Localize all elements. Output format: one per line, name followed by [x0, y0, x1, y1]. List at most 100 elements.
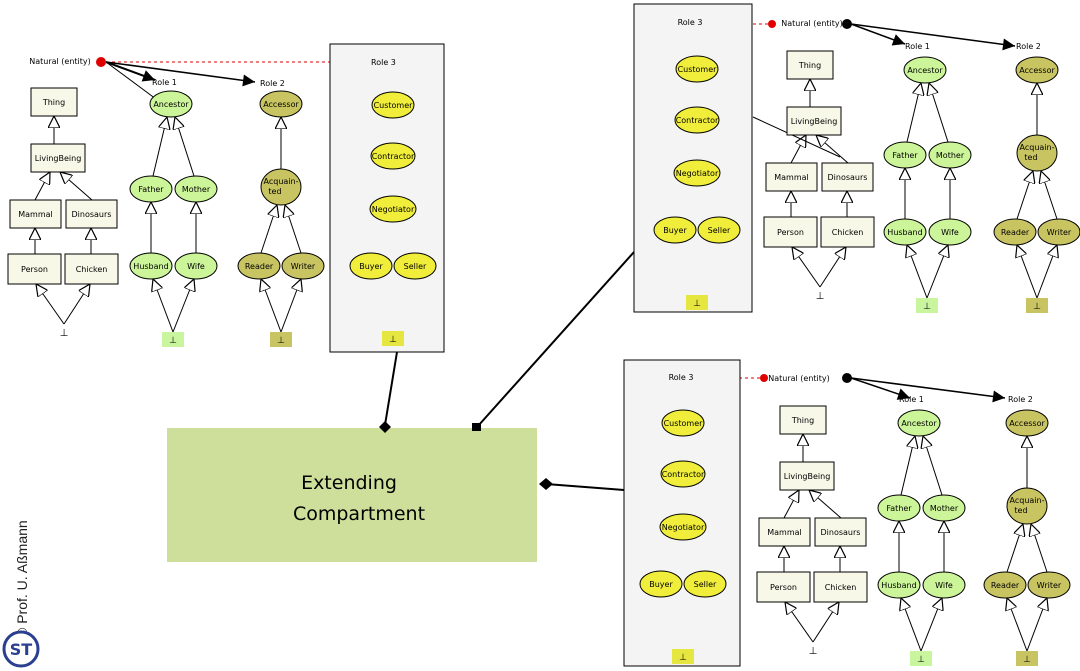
br-natural-dinosaurs-box: [814, 517, 867, 547]
left-role1-wife-label: Wife: [187, 262, 205, 271]
tr-role2-writer-ellipse: [1037, 218, 1080, 246]
left-role3-bottom-label: ⊥: [389, 335, 397, 345]
tr-role1-husband-label: Husband: [887, 228, 922, 237]
br-role2-accessor-label: Accessor: [1009, 419, 1045, 428]
generalization-arrow: [907, 245, 928, 299]
generalization-arrow: [1026, 598, 1047, 652]
left-role1-ancestor-ellipse: [149, 90, 193, 118]
tr-role1-bottom-box: [916, 298, 938, 313]
br-role1-ancestor-label: Ancestor: [901, 419, 937, 428]
br-natural-chicken-box: [813, 571, 868, 603]
tr-role2-bottom-box: [1026, 298, 1048, 313]
tr-natural-person-box: [763, 216, 818, 248]
br-role3-bottom-label: ⊥: [679, 653, 687, 663]
tr-role3-bottom-box: [686, 295, 708, 310]
compartment-frame-top-right: [633, 3, 753, 313]
tr-natural-chicken-label: Chicken: [832, 228, 864, 237]
tr-role1-mother-ellipse: [928, 141, 972, 169]
left-role1-father-ellipse: [129, 175, 173, 203]
left-role2-reader-ellipse: [237, 252, 281, 280]
generalization-arrow: [1031, 524, 1048, 573]
left-role1-line: [105, 61, 161, 103]
tr-role1-father-ellipse: [883, 141, 927, 169]
br-role2-bottom-box: [1016, 651, 1038, 666]
generalization-arrow: [790, 135, 806, 164]
br-role3-buyer-ellipse: [639, 570, 683, 598]
tr-natural-dot: [768, 20, 776, 28]
left-role1-mother-label: Mother: [182, 185, 211, 194]
generalization-arrow: [819, 247, 846, 288]
tr-natural-living-being-box: [786, 106, 842, 136]
br-role1-arrow: [850, 377, 911, 400]
tr-natural-person-label: Person: [777, 228, 804, 237]
generalization-arrow: [920, 598, 942, 652]
tr-role1-label: Role 1: [905, 42, 930, 51]
br-role2-accessor-ellipse: [1005, 409, 1049, 437]
br-role2-writer-ellipse: [1027, 571, 1071, 599]
br-role2-arrow: [850, 377, 1006, 403]
tr-role2-label: Role 2: [1016, 42, 1041, 51]
left-role1-mother-ellipse: [174, 175, 218, 203]
br-natural-thing-box: [779, 405, 827, 435]
left-natural-bottom: ⊥: [60, 328, 69, 339]
extending-compartment-label-1: Extending: [301, 472, 397, 494]
tr-role2-writer-label: Writer: [1047, 228, 1072, 237]
left-role1-father-label: Father: [138, 185, 164, 194]
tr-role3-customer-label: Customer: [678, 65, 718, 74]
left-natural-living-being-label: LivingBeing: [35, 154, 82, 163]
tr-role3-negotiator-ellipse: [673, 159, 721, 187]
tr-role3-negotiator-label: Negotiator: [676, 169, 719, 178]
tr-role3-contractor-ellipse: [674, 106, 720, 134]
generalization-arrow: [1041, 171, 1058, 220]
tr-role3-label: Role 3: [678, 18, 703, 27]
generalization-arrow: [172, 279, 194, 333]
square-top: [472, 423, 481, 431]
composition-line-left: [384, 351, 398, 426]
generalization-arrow: [260, 205, 277, 254]
tr-natural-mammal-label: Mammal: [774, 173, 809, 182]
br-role2-acq-label-2: ted: [1014, 506, 1027, 515]
br-role2-bottom-label: ⊥: [1023, 655, 1031, 665]
generalization-arrow: [783, 490, 799, 519]
br-natural-mammal-box: [758, 517, 811, 547]
left-role3-contractor-label: Contractor: [372, 152, 415, 161]
generalization-arrow: [809, 490, 842, 519]
br-role3-customer-label: Customer: [664, 419, 704, 428]
generalization-arrow: [36, 284, 65, 325]
left-role1-husband-label: Husband: [133, 262, 168, 271]
br-role3-seller-ellipse: [683, 570, 727, 598]
tr-role1-father-label: Father: [892, 151, 918, 160]
br-role3-contractor-ellipse: [660, 460, 706, 488]
br-role2-acq-ellipse: [1006, 487, 1048, 525]
br-role3-label: Role 3: [669, 373, 694, 382]
left-role3-seller-label: Seller: [404, 262, 427, 271]
tr-role1-wife-label: Wife: [941, 228, 959, 237]
left-role1-bottom-box: [162, 332, 184, 347]
extending-compartment-label-2: Compartment: [293, 503, 425, 525]
generalization-arrow: [1007, 598, 1028, 652]
generalization-arrow: [906, 83, 921, 143]
tr-role3-contractor-label: Contractor: [676, 116, 719, 125]
left-role2-accessor-label: Accessor: [263, 100, 299, 109]
generalization-arrow: [175, 117, 195, 177]
br-role2-label: Role 2: [1008, 395, 1033, 404]
diamond-right: [539, 478, 553, 490]
tr-role2-reader-label: Reader: [1001, 228, 1030, 237]
br-role1-bottom-box: [910, 651, 932, 666]
tr-role2-bottom-label: ⊥: [1033, 302, 1041, 312]
generalization-arrow: [812, 602, 839, 643]
tr-role2-accessor-label: Accessor: [1019, 66, 1055, 75]
left-role1-wife-ellipse: [174, 252, 218, 280]
left-role2-acq-ellipse: [260, 168, 302, 206]
left-natural-label: Natural (entity): [29, 57, 91, 66]
left-role3-customer-ellipse: [371, 91, 415, 119]
tr-natural-living-being-label: LivingBeing: [791, 117, 838, 126]
br-natural-mammal-label: Mammal: [767, 528, 802, 537]
tr-natural-mammal-box: [765, 162, 818, 192]
br-natural-thing-label: Thing: [791, 416, 814, 425]
composition-line-right: [545, 483, 625, 491]
left-role3-seller-ellipse: [393, 252, 437, 280]
left-role3-bottom-box: [382, 331, 404, 346]
tr-natural-chicken-box: [820, 216, 875, 248]
br-natural-living-being-label: LivingBeing: [784, 472, 831, 481]
